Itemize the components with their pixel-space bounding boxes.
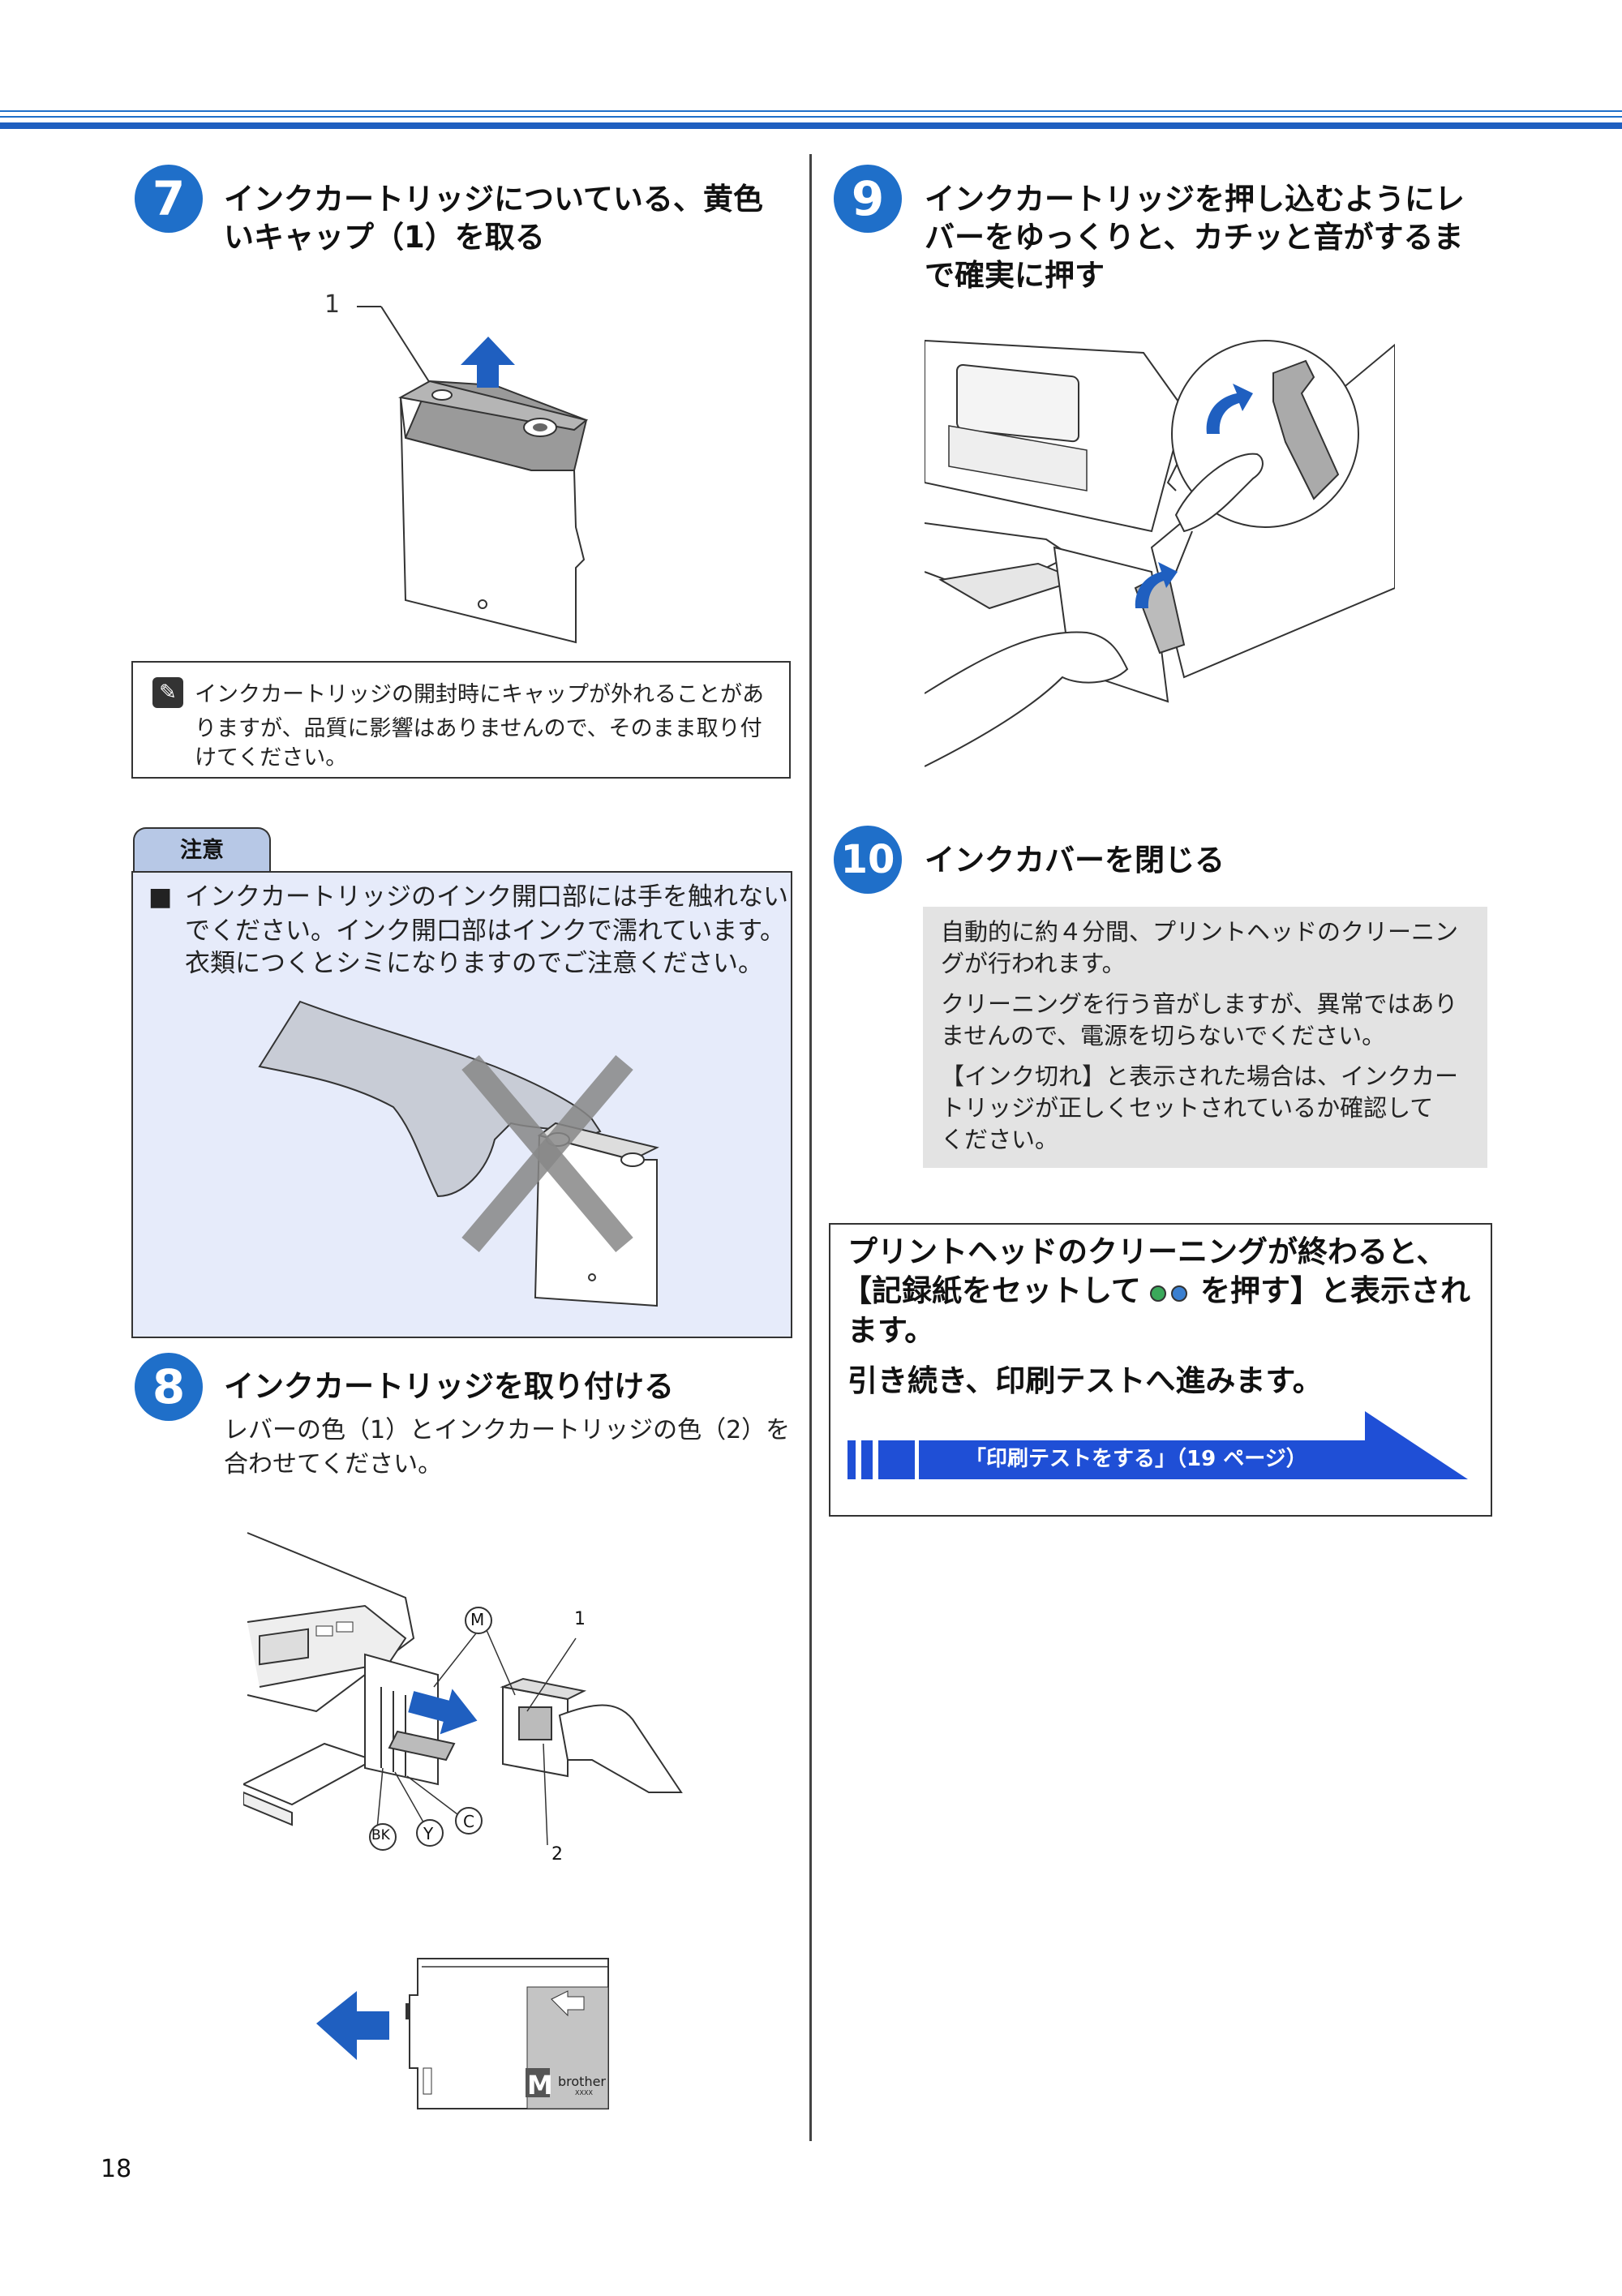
step-10-badge: 10 bbox=[834, 826, 902, 894]
link-stripe-3 bbox=[878, 1440, 915, 1479]
step-7-title-line1: インクカートリッジについている、黄色 bbox=[224, 182, 763, 217]
cartridge-direction-illustration bbox=[316, 1958, 609, 2109]
note-text-line2: りますが、品質に影響はありませんので、そのまま取り付 bbox=[195, 716, 762, 741]
color-start-blue-icon bbox=[1171, 1285, 1187, 1302]
step-10-para2-line2: ませんので、電源を切らないでください。 bbox=[941, 1022, 1386, 1049]
push-lever-illustration bbox=[925, 339, 1395, 767]
link-arrow-bar bbox=[919, 1411, 1468, 1479]
step-10-para3-line2: トリッジが正しくセットされているか確認して bbox=[941, 1094, 1434, 1122]
label-callout-2: 2 bbox=[551, 1844, 563, 1865]
label-c: C bbox=[463, 1812, 474, 1831]
result-line1: プリントヘッドのクリーニングが終わると、 bbox=[847, 1234, 1447, 1269]
label-callout-1: 1 bbox=[574, 1609, 586, 1629]
cartridge-code: XXXX bbox=[575, 2089, 593, 2096]
column-divider bbox=[809, 154, 812, 2141]
note-box bbox=[131, 661, 791, 779]
step-10-para2-line1: クリーニングを行う音がしますが、異常ではあり bbox=[941, 990, 1458, 1018]
page-number: 18 bbox=[101, 2155, 132, 2183]
step-8-body-line2: 合わせてください。 bbox=[224, 1450, 443, 1478]
caution-bullet: ■ bbox=[148, 882, 173, 912]
cartridge-cap-illustration bbox=[357, 306, 589, 644]
caution-text-line3: 衣類につくとシミになりますのでご注意ください。 bbox=[185, 949, 763, 978]
step-9-badge: 9 bbox=[834, 165, 902, 233]
label-bk: BK bbox=[371, 1827, 390, 1843]
header-rule-thin-2 bbox=[0, 116, 1622, 118]
caution-text-line2: でください。インク開口部はインクで濡れています。 bbox=[185, 916, 785, 946]
step-8-badge: 8 bbox=[135, 1353, 203, 1421]
cartridge-brand: brother bbox=[558, 2074, 607, 2089]
note-text-line1: インクカートリッジの開封時にキャップが外れることがあ bbox=[195, 682, 764, 707]
step-7-title-line2: いキャップ（1）を取る bbox=[224, 220, 545, 255]
step-10-para1-line1: 自動的に約４分間、プリントヘッドのクリーニン bbox=[941, 918, 1459, 946]
result-line2b: を押す】と表示され bbox=[1200, 1273, 1470, 1308]
result-line2a: 【記録紙をセットして bbox=[842, 1273, 1141, 1308]
step-8-title: インクカートリッジを取り付ける bbox=[224, 1369, 674, 1404]
step-10-title: インクカバーを閉じる bbox=[925, 843, 1225, 878]
print-test-link[interactable]: 「印刷テストをする」（19 ページ） bbox=[965, 1447, 1307, 1471]
result-line3: ます。 bbox=[847, 1313, 935, 1348]
result-line4: 引き続き、印刷テストへ進みます。 bbox=[847, 1363, 1323, 1398]
link-stripe-2 bbox=[861, 1440, 873, 1479]
step-9-title-line1: インクカートリッジを押し込むようにレ bbox=[925, 182, 1465, 217]
link-stripe-1 bbox=[847, 1440, 856, 1479]
step-10-para3-line1: 【インク切れ】と表示された場合は、インクカー bbox=[941, 1062, 1459, 1090]
caution-text-line1: インクカートリッジのインク開口部には手を触れない bbox=[185, 882, 788, 912]
do-not-touch-illustration bbox=[258, 1000, 659, 1307]
step-9-title-line3: で確実に押す bbox=[925, 258, 1105, 293]
result-box bbox=[829, 1223, 1492, 1517]
label-m: M bbox=[470, 1610, 485, 1629]
install-cartridge-illustration bbox=[243, 1532, 683, 1851]
cartridge-letter: M bbox=[527, 2070, 553, 2101]
color-start-green-icon bbox=[1150, 1285, 1166, 1302]
step-9-title-line2: バーをゆっくりと、カチッと音がするま bbox=[925, 220, 1464, 255]
note-text-line3: けてください。 bbox=[195, 745, 348, 770]
step-7-badge: 7 bbox=[135, 165, 203, 233]
step-10-para3-line3: ください。 bbox=[941, 1126, 1059, 1153]
header-rule-thick bbox=[0, 122, 1622, 129]
step-10-para1-line2: グが行われます。 bbox=[941, 950, 1126, 977]
label-y: Y bbox=[423, 1824, 434, 1843]
step-7-callout-1: 1 bbox=[324, 290, 341, 319]
step-10-info-box bbox=[923, 907, 1487, 1168]
header-rule-thin-1 bbox=[0, 110, 1622, 112]
step-8-body-line1: レバーの色（1）とインクカートリッジの色（2）を bbox=[224, 1416, 791, 1444]
color-button-icons bbox=[1150, 1284, 1199, 1303]
caution-tab: 注意 bbox=[133, 827, 271, 873]
note-pencil-icon: ✎ bbox=[152, 677, 183, 708]
